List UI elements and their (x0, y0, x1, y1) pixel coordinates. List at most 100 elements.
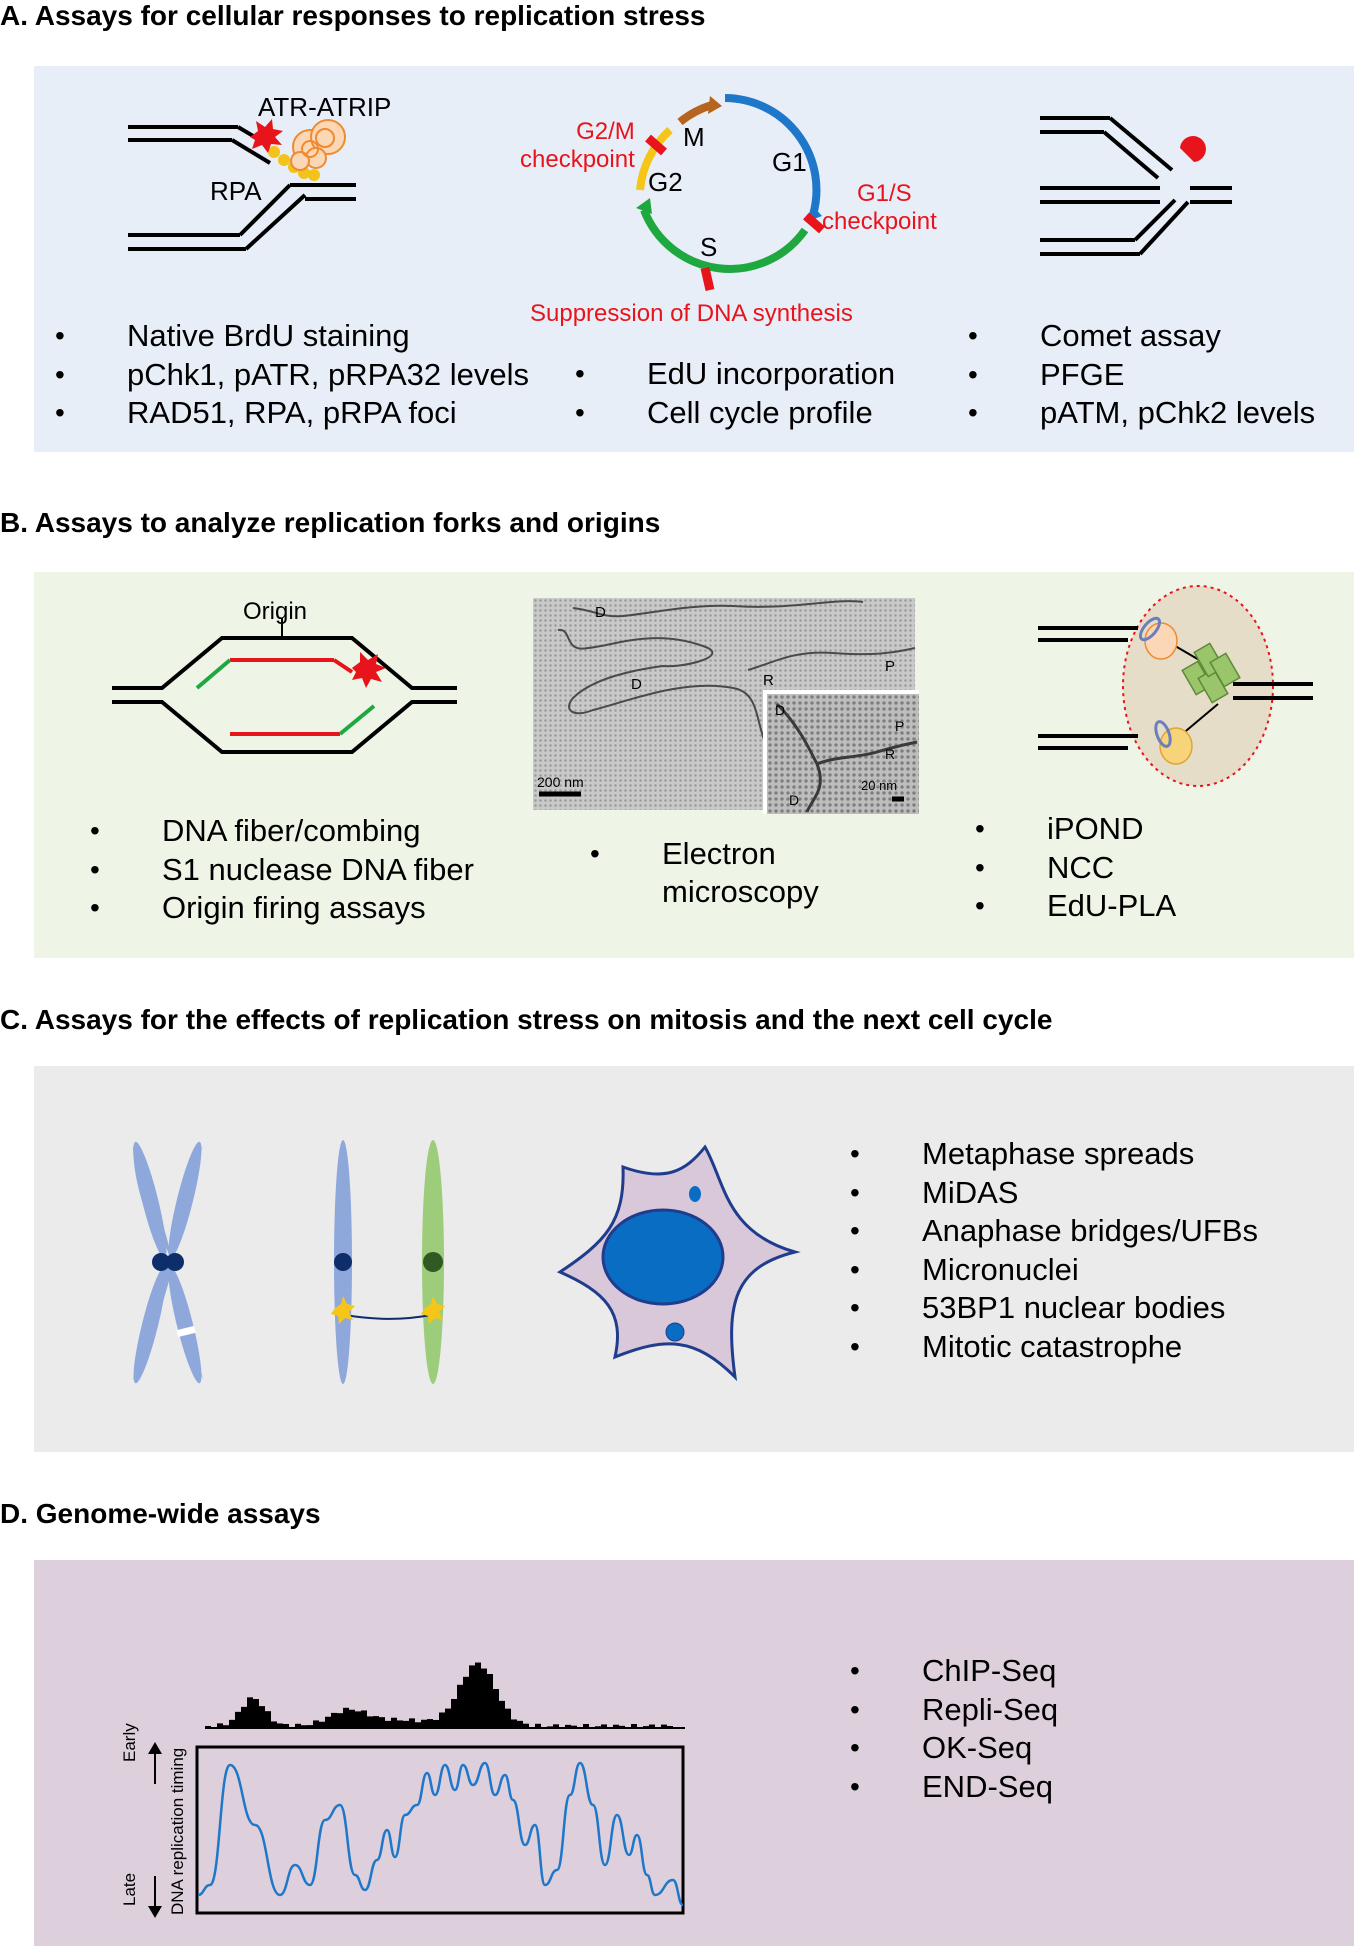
em-label-d1: D (595, 604, 606, 621)
histogram-bar (361, 1710, 367, 1728)
histogram-bar (475, 1662, 481, 1728)
chip-seq-track (205, 1662, 685, 1729)
histogram-bar (265, 1711, 271, 1728)
section-d-list: ChIP-Seq Repli-Seq OK-Seq END-Seq (850, 1652, 1058, 1806)
list-item: MiDAS (850, 1174, 1258, 1213)
section-c-list: Metaphase spreads MiDAS Anaphase bridges… (850, 1135, 1258, 1366)
replication-bubble-diagram (112, 618, 457, 754)
nuclease-icon (1180, 136, 1206, 162)
section-a-middle-list: EdU incorporation Cell cycle profile (575, 355, 895, 432)
list-item: Comet assay (968, 317, 1315, 356)
em-label-d2: D (631, 676, 642, 693)
section-a-right-list: Comet assay PFGE pATM, pChk2 levels (968, 317, 1315, 433)
electron-micrograph: D D R P 200 nm D P R D 20 nm (533, 598, 919, 814)
histogram-bar (481, 1668, 487, 1728)
broken-fork-diagram (1040, 116, 1232, 256)
histogram-bar (223, 1725, 229, 1728)
histogram-bar (373, 1716, 379, 1728)
cell-cycle-diagram (636, 94, 825, 291)
histogram-bar (667, 1725, 673, 1728)
histogram-bar (295, 1723, 301, 1728)
section-d-heading: D. Genome-wide assays (0, 1498, 321, 1529)
phase-s-label: S (700, 232, 718, 262)
rpa-label: RPA (210, 176, 262, 206)
em-label-r: R (763, 672, 774, 689)
histogram-bar (427, 1719, 433, 1728)
section-c-heading: C. Assays for the effects of replication… (0, 1004, 1053, 1035)
histogram-bar (409, 1718, 415, 1728)
list-item: EdU incorporation (575, 355, 895, 394)
histogram-bar (313, 1720, 319, 1728)
axis-ylabel: DNA replication timing (168, 1747, 187, 1915)
damage-star-icon (421, 1296, 445, 1324)
section-b-right-list: iPOND NCC EdU-PLA (975, 810, 1176, 926)
anaphase-bridge-diagram (331, 1140, 445, 1384)
list-item: RAD51, RPA, pRPA foci (55, 394, 529, 433)
histogram-bar (271, 1721, 277, 1728)
damage-star-icon (331, 1296, 355, 1324)
histogram-bar (253, 1699, 259, 1728)
timing-curve (197, 1761, 684, 1907)
suppression-label: Suppression of DNA synthesis (530, 300, 853, 327)
histogram-bar (379, 1717, 385, 1728)
section-a-left-list: Native BrdU staining pChk1, pATR, pRPA32… (55, 317, 529, 433)
list-item: DNA fiber/combing (90, 812, 474, 851)
histogram-bar (583, 1724, 589, 1728)
list-item: Anaphase bridges/UFBs (850, 1212, 1258, 1251)
histogram-bar (259, 1706, 265, 1728)
list-item: Native BrdU staining (55, 317, 529, 356)
histogram-bar (283, 1723, 289, 1728)
section-b-middle-list: Electron microscopy (590, 835, 819, 912)
list-item: S1 nuclease DNA fiber (90, 851, 474, 890)
histogram-bar (469, 1665, 475, 1728)
histogram-bar (415, 1722, 421, 1728)
histogram-bar (439, 1712, 445, 1728)
inset-label-r: R (885, 746, 896, 762)
list-item: Metaphase spreads (850, 1135, 1258, 1174)
histogram-bar (433, 1719, 439, 1728)
section-a-heading: A. Assays for cellular responses to repl… (0, 0, 706, 31)
histogram-bar (235, 1711, 241, 1728)
histogram-bar (649, 1724, 655, 1728)
list-item: pChk1, pATR, pRPA32 levels (55, 356, 529, 395)
histogram-bar (217, 1723, 223, 1728)
histogram-bar (367, 1716, 373, 1728)
histogram-bar (391, 1717, 397, 1728)
histogram-bar (355, 1711, 361, 1728)
histogram-bar (661, 1724, 667, 1728)
micrograph-inset: D P R D 20 nm (763, 690, 919, 814)
histogram-bar (565, 1724, 571, 1728)
histogram-bar (403, 1720, 409, 1728)
histogram-bar (499, 1700, 505, 1728)
list-item: OK-Seq (850, 1729, 1058, 1768)
histogram-bar (349, 1709, 355, 1728)
histogram-bar (385, 1720, 391, 1728)
histogram-bar (421, 1719, 427, 1728)
axis-late-label: Late (120, 1872, 139, 1906)
histogram-bar (553, 1724, 559, 1728)
phase-g1-label: G1 (772, 147, 807, 177)
damage-star-icon (352, 652, 386, 688)
list-item: Cell cycle profile (575, 394, 895, 433)
histogram-bar (535, 1723, 541, 1728)
histogram-bar (601, 1724, 607, 1728)
panel-d (34, 1560, 1354, 1946)
histogram-bar (571, 1725, 577, 1728)
histogram-bar (229, 1719, 235, 1728)
histogram-bar (277, 1723, 283, 1728)
histogram-bar (451, 1698, 457, 1728)
histogram-bar (247, 1697, 253, 1728)
replication-timing-plot (195, 1745, 685, 1915)
scale-bar-main: 200 nm (537, 774, 584, 790)
chromosome-x-diagram (133, 1141, 203, 1384)
atr-atrip-label: ATR-ATRIP (258, 92, 392, 122)
g1s-checkpoint-label: G1/S checkpoint (822, 180, 937, 235)
histogram-bar (457, 1684, 463, 1728)
histogram-bar (325, 1716, 331, 1728)
histogram-bar (517, 1720, 523, 1728)
origin-label: Origin (243, 598, 308, 625)
histogram-bar (445, 1708, 451, 1728)
histogram-bar (523, 1723, 529, 1728)
list-item: EdU-PLA (975, 887, 1176, 926)
list-item: END-Seq (850, 1768, 1058, 1807)
